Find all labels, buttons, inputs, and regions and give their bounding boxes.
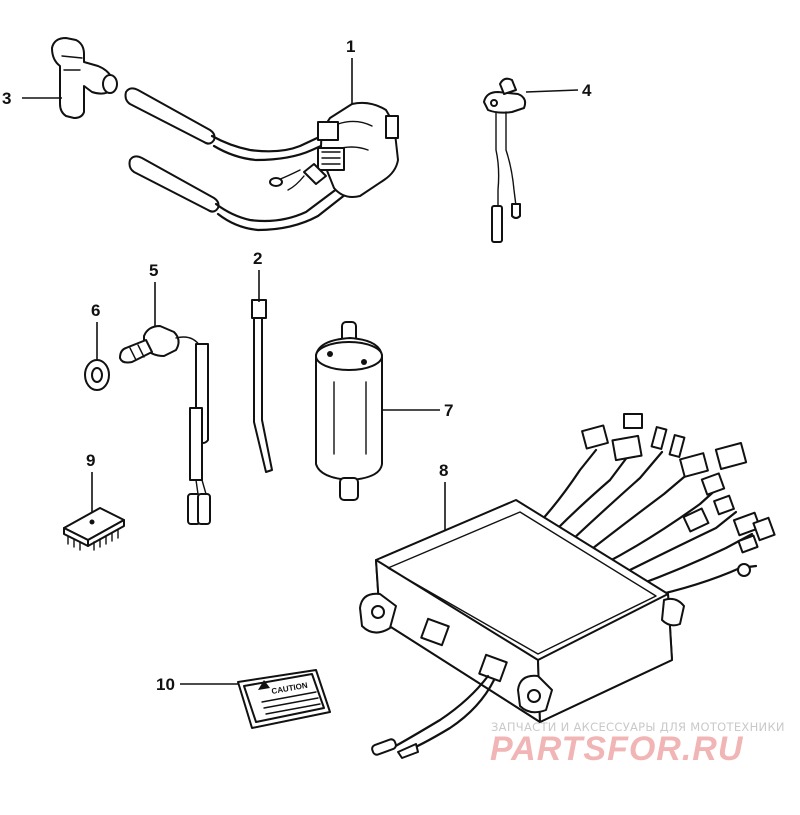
cable-tie — [251, 299, 273, 473]
callout-8: 8 — [439, 461, 448, 530]
callout-number: 8 — [439, 461, 448, 480]
callout-number: 1 — [346, 37, 355, 56]
callout-9: 9 — [86, 451, 95, 512]
callout-number: 10 — [156, 675, 175, 694]
callout-1: 1 — [346, 37, 355, 104]
ignition-coil — [124, 87, 399, 232]
callout-6: 6 — [91, 301, 100, 360]
watermark-tagline: ЗАПЧАСТИ И АКСЕССУАРЫ ДЛЯ МОТОТЕХНИКИ — [491, 720, 785, 734]
callout-number: 9 — [86, 451, 95, 470]
callout-5: 5 — [149, 261, 158, 326]
callout-4: 4 — [525, 81, 592, 100]
callout-number: 3 — [2, 89, 11, 108]
callout-number: 5 — [149, 261, 158, 280]
callout-number: 4 — [582, 81, 592, 100]
temperature-sensor — [119, 325, 211, 525]
control-module — [359, 413, 776, 759]
fuel-pump — [315, 321, 383, 501]
caution-label: CAUTION — [237, 669, 331, 729]
callout-10: 10 — [156, 675, 238, 694]
chip — [63, 507, 125, 551]
callout-7: 7 — [382, 401, 453, 420]
sensor-with-lead — [483, 77, 527, 243]
washer — [84, 359, 110, 391]
spark-plug-cap — [51, 37, 118, 119]
callout-number: 2 — [253, 249, 262, 268]
callout-2: 2 — [253, 249, 262, 302]
callout-number: 7 — [444, 401, 453, 420]
callout-number: 6 — [91, 301, 100, 320]
watermark-brand: PARTSFOR.RU — [490, 730, 744, 768]
callout-3: 3 — [2, 89, 62, 108]
